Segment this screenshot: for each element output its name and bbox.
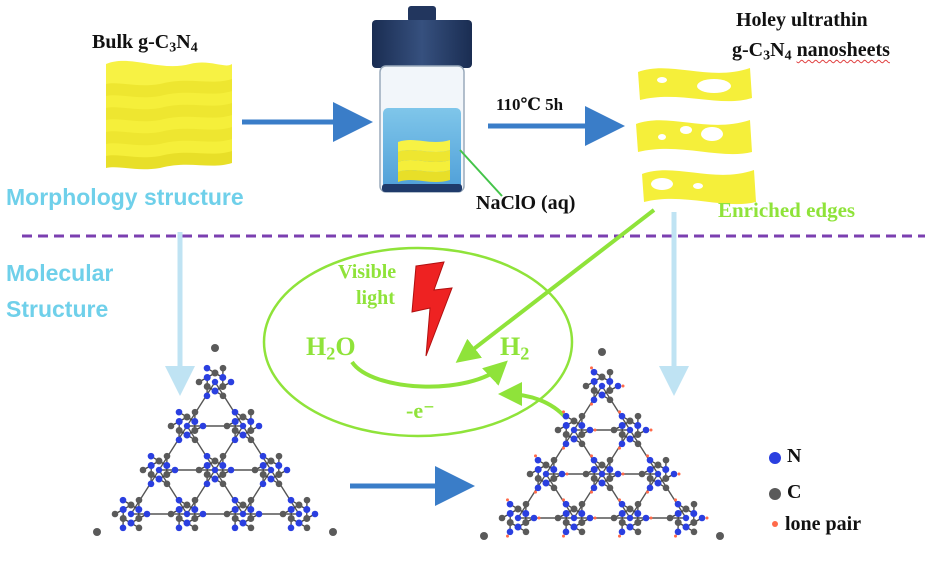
bulk-sheet-stack [106, 60, 232, 170]
condition-label: 110℃ 5h [496, 95, 564, 114]
legend-n-label: N [787, 445, 802, 467]
morphology-label: Morphology structure [6, 184, 244, 210]
photocatalysis-ellipse [262, 246, 574, 438]
arrow-edges-to-reaction [455, 208, 656, 363]
reactor-vessel [372, 6, 472, 193]
molecular-label-line2: Structure [6, 296, 109, 322]
legend-lone-pair-dot [772, 521, 778, 527]
water-label: H2O [306, 332, 356, 364]
legend-lone-pair-label: lone pair [785, 513, 862, 535]
holey-nanosheets [636, 68, 756, 205]
legend-n-dot [769, 452, 781, 464]
visible-light-label-line1: Visible [338, 261, 397, 283]
electron-label: -e⁻ [406, 398, 435, 423]
hydrogen-label: H2 [500, 332, 530, 364]
naclo-pointer-line [459, 149, 503, 197]
legend-c-label: C [787, 481, 802, 503]
molecular-label-line1: Molecular [6, 260, 114, 286]
bulk-label: Bulk g-C3N4 [92, 31, 198, 56]
naclo-label: NaClO (aq) [476, 192, 576, 214]
holey-molecular-structure [480, 348, 724, 540]
reaction-curve-arrow [350, 360, 508, 389]
arrow-structure-to-reaction [498, 382, 568, 420]
bulk-molecular-structure [93, 344, 337, 536]
visible-light-label-line2: light [356, 287, 395, 309]
holey-label-line2: g-C3N4 nanosheets [732, 39, 890, 64]
lightning-bolt-icon [411, 261, 453, 357]
holey-label-line1: Holey ultrathin [736, 9, 868, 31]
legend-c-dot [769, 488, 781, 500]
enriched-edges-label: Enriched edges [718, 198, 856, 222]
sheets-in-reactor [398, 140, 450, 182]
